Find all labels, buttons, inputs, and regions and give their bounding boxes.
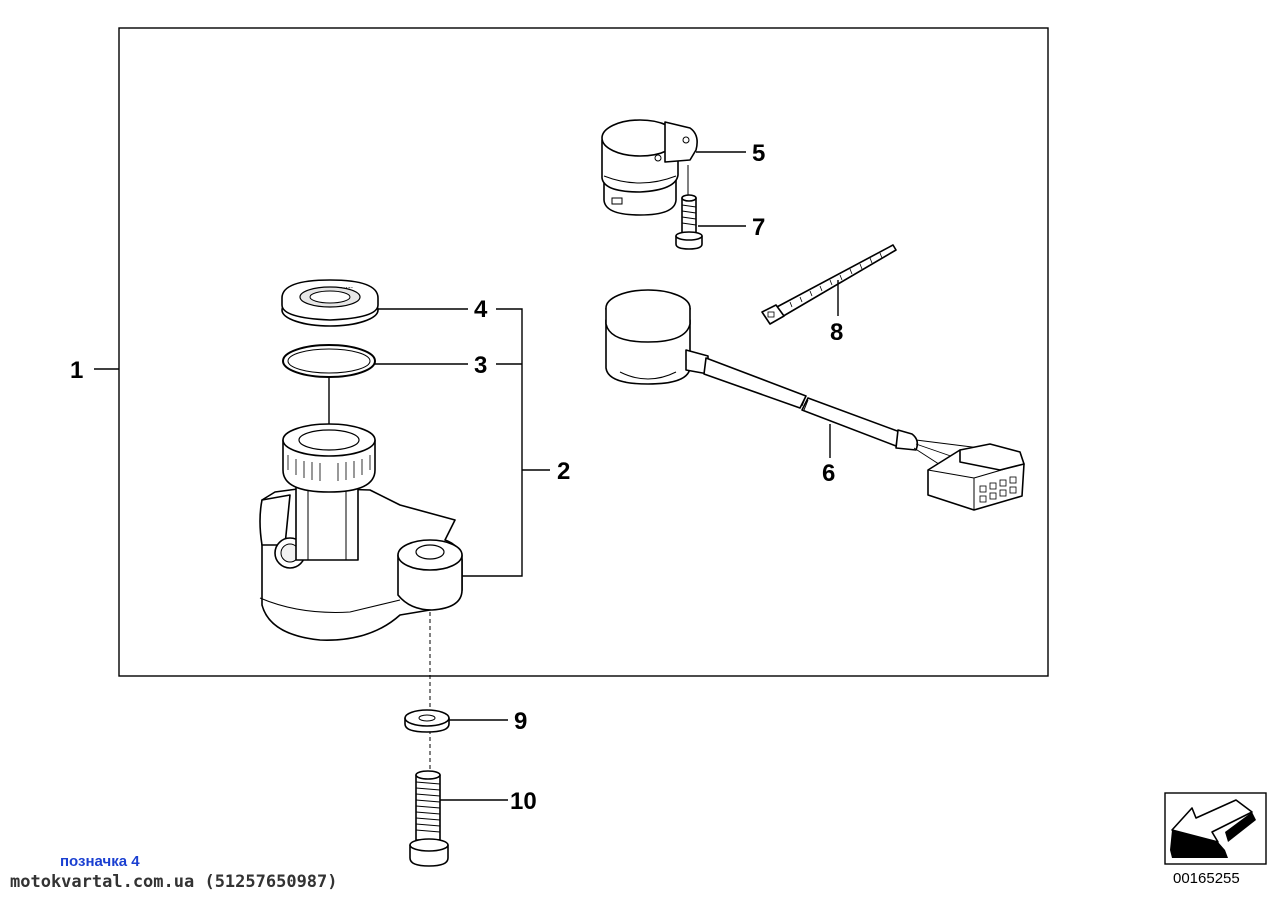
part-6-sensor-cable[interactable] — [605, 289, 1025, 511]
part-2-housing[interactable] — [259, 423, 463, 641]
part-5-sensor-cap[interactable] — [601, 119, 698, 216]
watermark-text: motokvartal.com.ua (51257650987) — [10, 872, 338, 892]
part-10-bolt[interactable] — [409, 770, 449, 867]
callout-1: 1 — [70, 357, 83, 384]
svg-text:·-·-·: ·-·-· — [340, 283, 353, 292]
leader-lines — [94, 151, 839, 801]
callout-5: 5 — [752, 140, 765, 167]
callout-9: 9 — [514, 708, 527, 735]
callout-8: 8 — [830, 319, 843, 346]
part-8-cable-tie[interactable] — [761, 244, 897, 325]
callout-7: 7 — [752, 214, 765, 241]
direction-arrow-icon[interactable] — [1164, 792, 1267, 865]
callout-2: 2 — [557, 458, 570, 485]
part-7-screw[interactable] — [675, 165, 703, 250]
diagram-number: 00165255 — [1173, 870, 1240, 887]
marker-label: позначка 4 — [60, 853, 140, 870]
callout-6: 6 — [822, 460, 835, 487]
callout-3: 3 — [474, 352, 487, 379]
part-3-o-ring[interactable] — [282, 344, 376, 378]
assembly-frame — [118, 27, 1049, 677]
part-9-washer[interactable] — [404, 709, 450, 733]
callout-10: 10 — [510, 788, 537, 815]
part-4-cap[interactable]: ·-·-· — [281, 279, 379, 327]
callout-4: 4 — [474, 296, 488, 323]
